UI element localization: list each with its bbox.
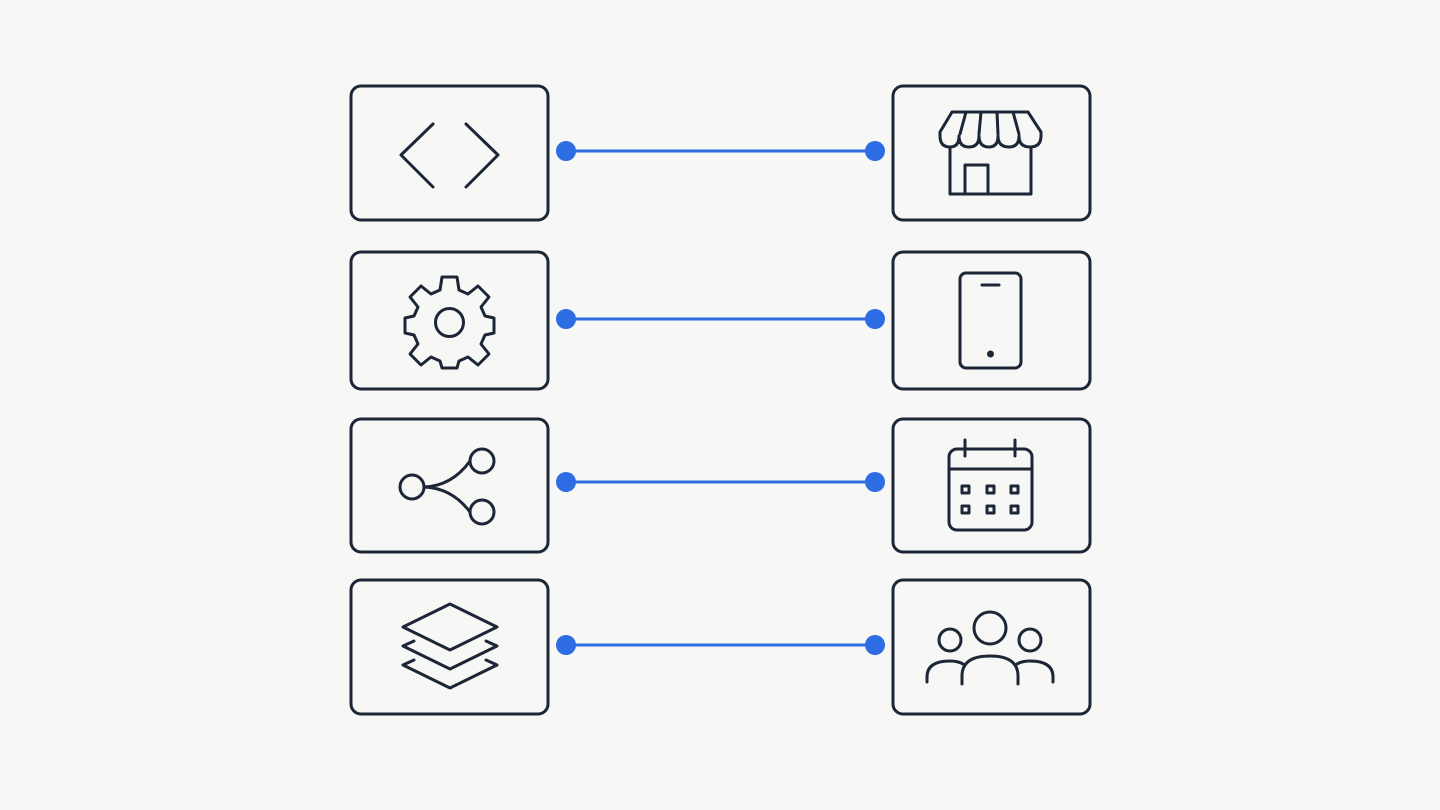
share-nodes-icon	[398, 447, 496, 526]
box-share	[349, 417, 550, 554]
box-layers	[349, 578, 550, 716]
layers-icon	[401, 602, 499, 690]
gear-icon	[403, 275, 496, 370]
box-storefront	[891, 84, 1092, 222]
box-calendar	[891, 417, 1092, 554]
connector-row-1	[556, 141, 885, 161]
storefront-icon	[938, 110, 1043, 196]
users-group-icon	[925, 610, 1055, 686]
box-code	[349, 84, 550, 222]
connector-row-2	[556, 309, 885, 329]
box-smartphone	[891, 250, 1092, 391]
code-icon	[399, 122, 500, 189]
box-gear	[349, 250, 550, 391]
smartphone-icon	[958, 271, 1023, 370]
connector-row-3	[556, 472, 885, 492]
box-users	[891, 578, 1092, 716]
calendar-icon	[947, 438, 1034, 532]
connector-row-4	[556, 635, 885, 655]
